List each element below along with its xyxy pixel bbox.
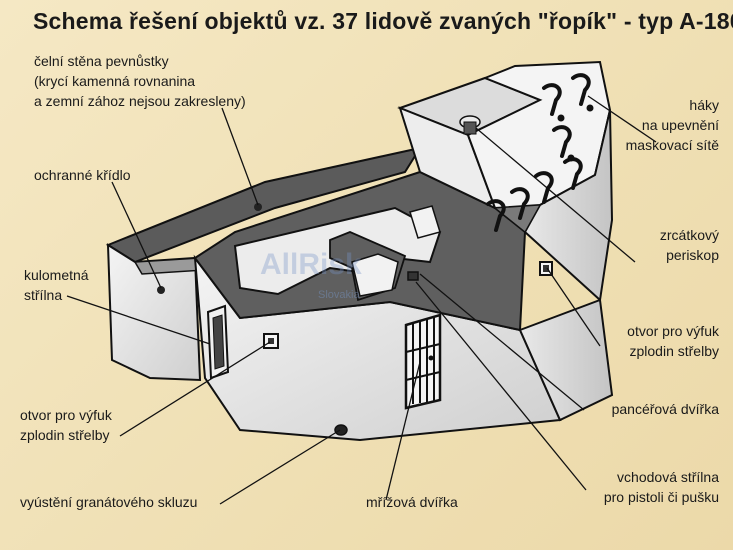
- label-exhaust-right-line1: otvor pro výfuk: [627, 322, 719, 340]
- mg-embrasure-inner: [213, 315, 224, 369]
- grenade-chute: [335, 425, 347, 435]
- entrance-port: [408, 272, 418, 280]
- label-hooks-line1: háky: [689, 96, 719, 114]
- label-exhaust-right-line2: zplodin střelby: [630, 342, 720, 360]
- label-mg-line2: střílna: [24, 286, 62, 304]
- label-armored: pancéřová dvířka: [612, 400, 719, 418]
- periscope-shaft: [464, 122, 476, 134]
- label-entrance-line2: pro pistoli či pušku: [604, 488, 719, 506]
- leader-front-wall: [222, 108, 258, 205]
- grille-lock: [429, 356, 434, 361]
- label-exhaust-left-line2: zplodin střelby: [20, 426, 110, 444]
- label-front-wall-line2: (krycí kamenná rovnanina: [34, 72, 195, 90]
- label-hooks-line3: maskovací sítě: [626, 136, 719, 154]
- label-entrance-line1: vchodová střílna: [617, 468, 719, 486]
- label-front-wall-line3: a zemní zához nejsou zakresleny): [34, 92, 246, 110]
- label-grille: mřížová dvířka: [366, 493, 458, 511]
- watermark-text: AllRisk: [260, 248, 362, 282]
- label-front-wall-line1: čelní stěna pevnůstky: [34, 52, 169, 70]
- hook-dot: [568, 155, 575, 162]
- label-hooks-line2: na upevnění: [642, 116, 719, 134]
- label-grenade: vyústění granátového skluzu: [20, 493, 197, 511]
- label-periscope-line2: periskop: [666, 246, 719, 264]
- hook-dot: [587, 105, 594, 112]
- label-periscope-line1: zrcátkový: [660, 226, 719, 244]
- leader-grenade: [220, 430, 340, 504]
- hook-dot: [558, 115, 565, 122]
- label-mg-line1: kulometná: [24, 266, 89, 284]
- watermark-subtext: Slovakia: [318, 289, 360, 301]
- label-wing: ochranné křídlo: [34, 166, 131, 184]
- label-exhaust-left-line1: otvor pro výfuk: [20, 406, 112, 424]
